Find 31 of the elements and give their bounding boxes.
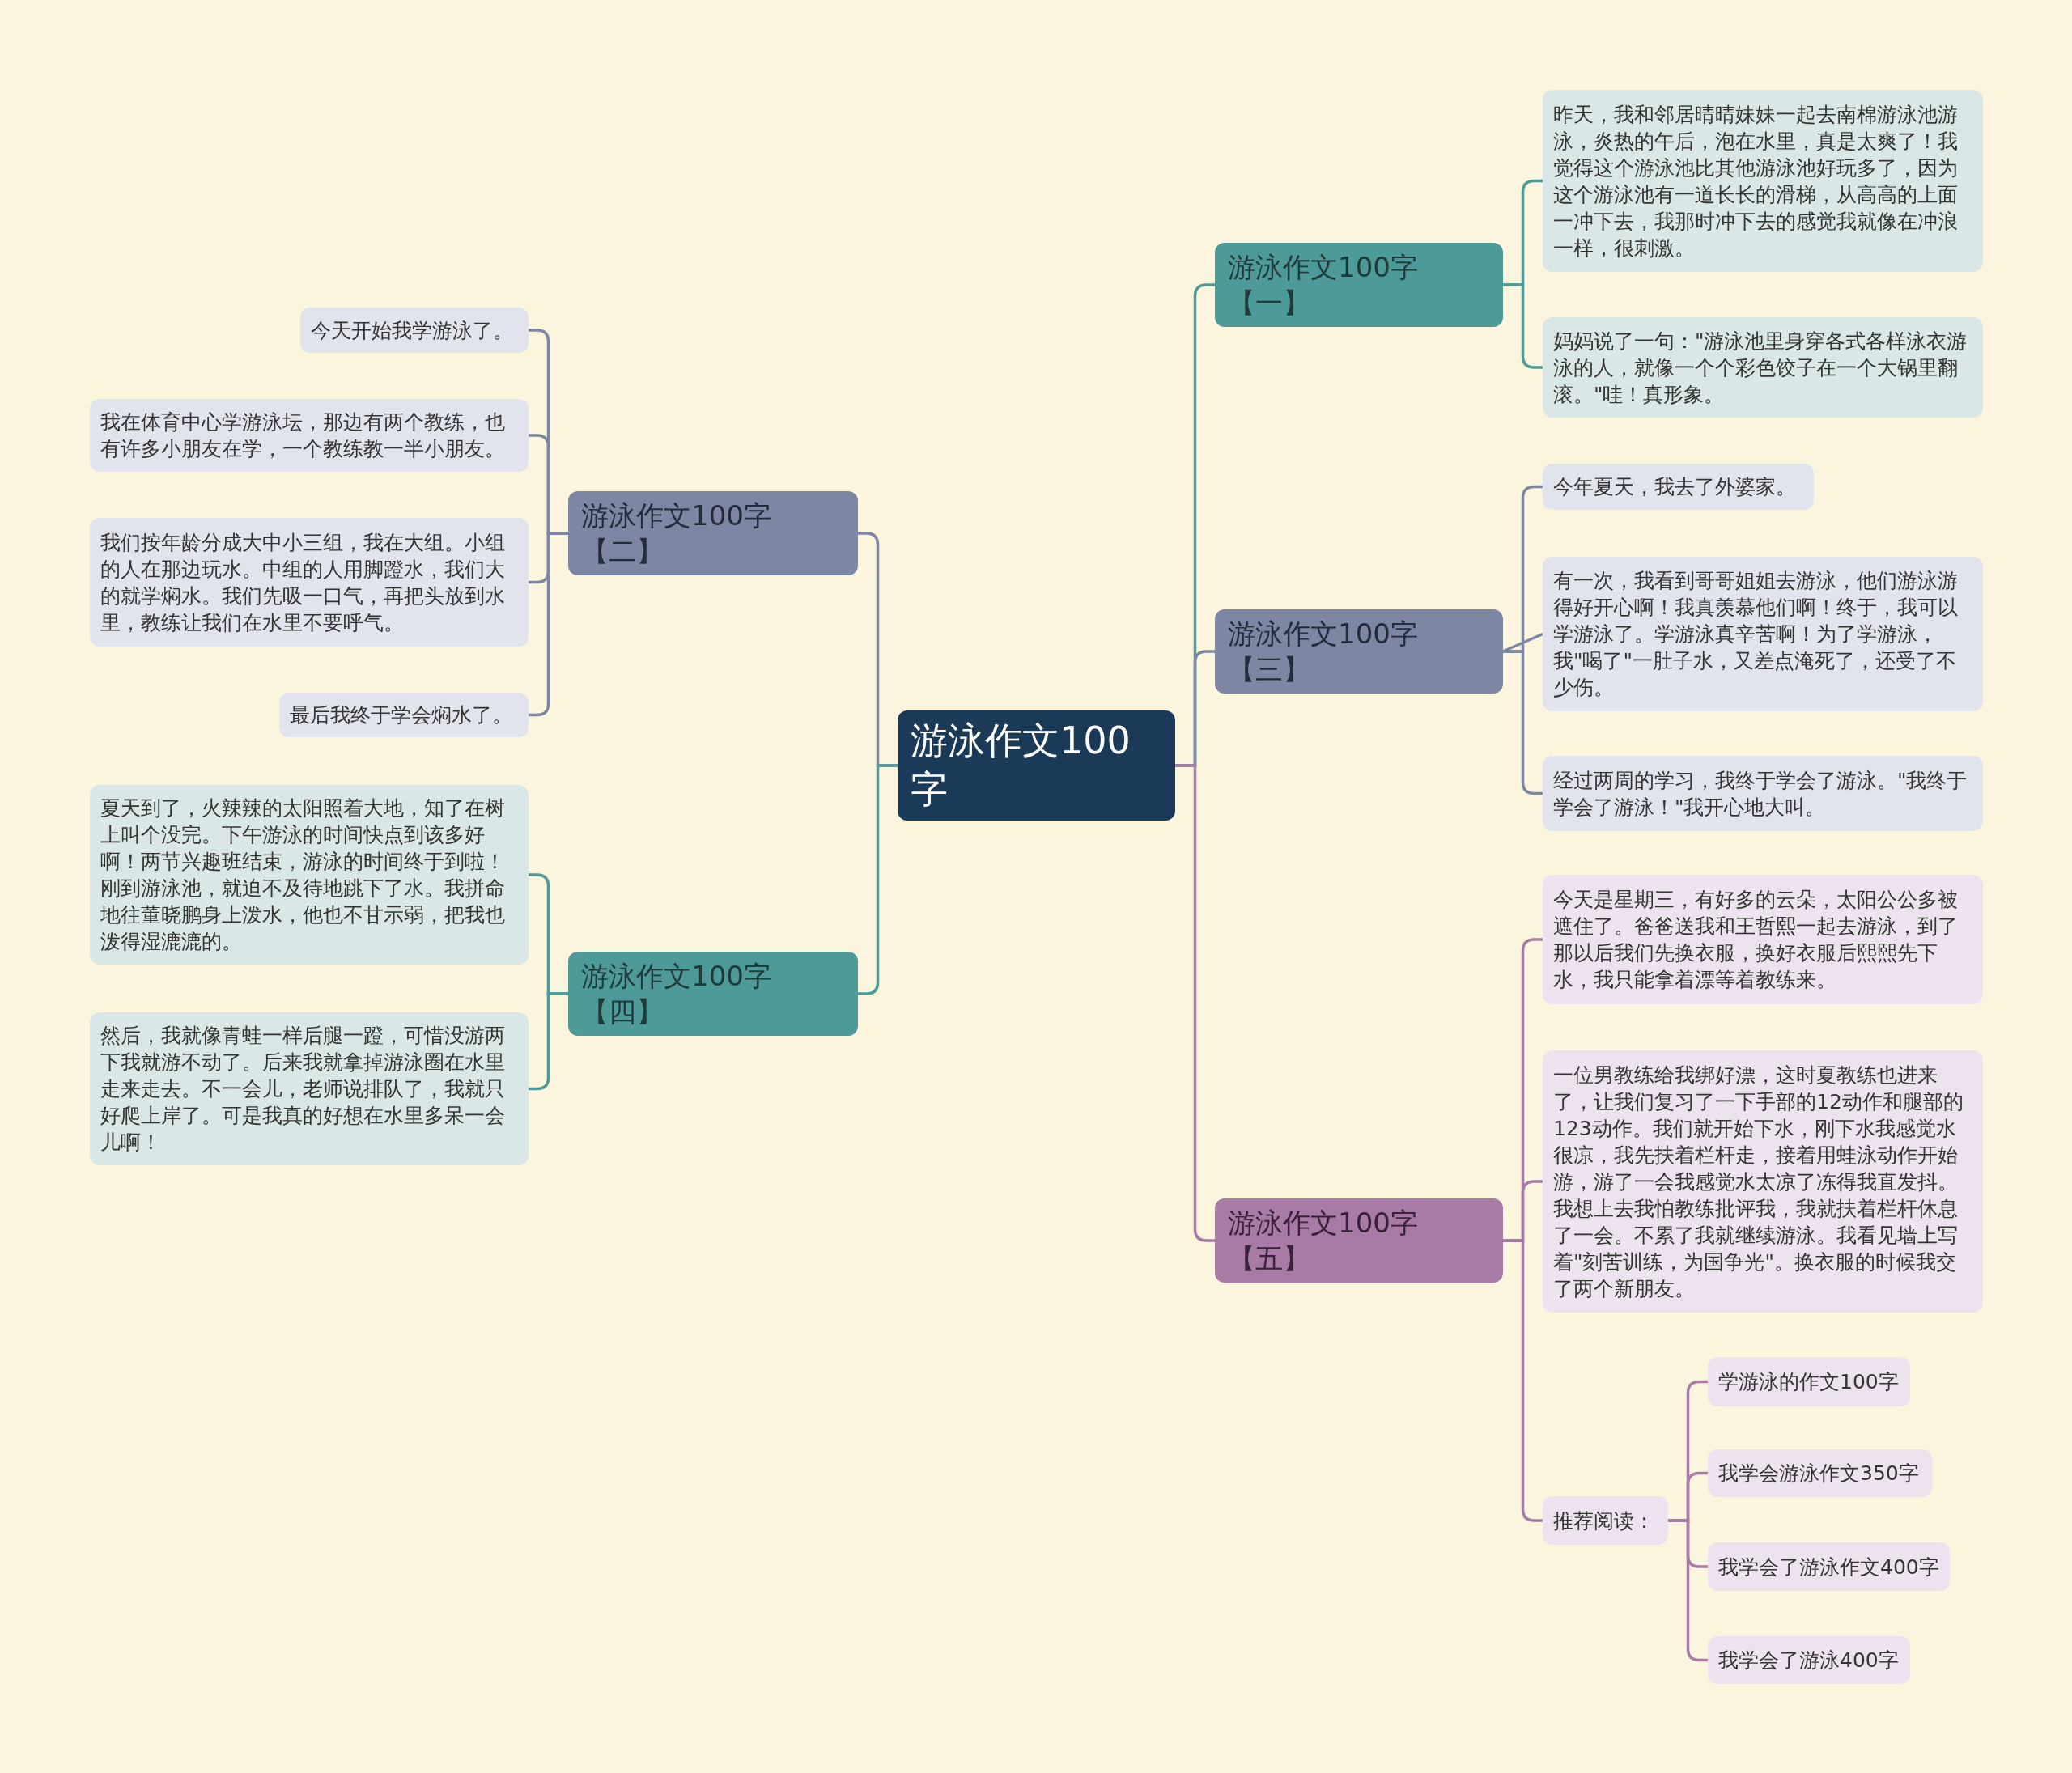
branch-topic-box: 游泳作文100字【四】 — [568, 952, 858, 1037]
text-box: 有一次，我看到哥哥姐姐去游泳，他们游泳游得好开心啊！我真羡慕他们啊！终于，我可以学游泳了。学游泳真辛苦啊！为了学游泳，我"喝了"一肚子水，又差点淹死了，还受了不少伤。 — [1543, 557, 1983, 711]
text-box: 然后，我就像青蛙一样后腿一蹬，可惜没游两下我就游不动了。后来我就拿掉游泳圈在水里走来走去。不一会儿，老师说排队了，我就只好爬上岸了。可是我真的好想在水里多呆一会儿啊！ — [90, 1012, 529, 1165]
connector-line — [1175, 764, 1215, 1242]
text-box: 我学会了游泳作文400字 — [1708, 1542, 1950, 1591]
connector-line — [1503, 1239, 1543, 1522]
branch-topic-box: 游泳作文100字【五】 — [1215, 1198, 1503, 1283]
text-box: 一位男教练给我绑好漂，这时夏教练也进来了，让我们复习了一下手部的12动作和腿部的123动作。我们就开始下水，刚下水我感觉水很凉，我先扶着栏杆走，接着用蛙泳动作开始游，游了一会我感觉水太凉了冻得我直发抖。我想上去我怕教练批评我，我就扶着栏杆休息了一会。不累了我就继续游泳。我看见墙上写着"刻苦训练，为国争光"。换衣服的时候我交了两个新朋友。 — [1543, 1050, 1983, 1313]
branch-topic-box: 游泳作文100字【三】 — [1215, 609, 1503, 694]
connector-line — [1668, 1519, 1708, 1662]
text-box: 最后我终于学会焖水了。 — [279, 693, 529, 737]
text-box: 今天开始我学游泳了。 — [300, 308, 529, 353]
connector-line — [1503, 283, 1543, 369]
text-box: 我学会了游泳400字 — [1708, 1636, 1910, 1684]
text-box: 今年夏天，我去了外婆家。 — [1543, 464, 1814, 510]
connector-line — [529, 992, 568, 1091]
text-box: 今天是星期三，有好多的云朵，太阳公公多被遮住了。爸爸送我和王哲熙一起去游泳，到了那以后我们先换衣服，换好衣服后熙熙先下水，我只能拿着漂等着教练来。 — [1543, 875, 1983, 1004]
connector-line — [858, 764, 898, 995]
text-box: 推荐阅读： — [1543, 1496, 1668, 1545]
connector-line — [1503, 650, 1543, 795]
text-box: 妈妈说了一句："游泳池里身穿各式各样泳衣游泳的人，就像一个个彩色饺子在一个大锅里翻滚。"哇！真形象。 — [1543, 317, 1983, 418]
text-box: 昨天，我和邻居晴晴妹妹一起去南棉游泳池游泳，炎热的午后，泡在水里，真是太爽了！我觉得这个游泳池比其他游泳池好玩多了，因为这个游泳池有一道长长的滑梯，从高高的上面一冲下去，我那时冲下去的感觉我就像在冲浪一样，很刺激。 — [1543, 90, 1983, 272]
branch-topic-box: 游泳作文100字【二】 — [568, 491, 858, 576]
text-box: 学游泳的作文100字 — [1708, 1357, 1910, 1406]
text-box: 我学会游泳作文350字 — [1708, 1449, 1932, 1497]
text-box: 经过两周的学习，我终于学会了游泳。"我终于学会了游泳！"我开心地大叫。 — [1543, 756, 1983, 831]
central-topic-box: 游泳作文100字 — [898, 710, 1175, 821]
text-box: 我在体育中心学游泳坛，那边有两个教练，也有许多小朋友在学，一个教练教一半小朋友。 — [90, 399, 529, 472]
text-box: 夏天到了，火辣辣的太阳照着大地，知了在树上叫个没完。下午游泳的时间快点到该多好啊！两节兴趣班结束，游泳的时间终于到啦！刚到游泳池，就迫不及待地跳下了水。我拼命地往董晓鹏身上泼水，他也不甘示弱，把我也泼得湿漉漉的。 — [90, 785, 529, 965]
branch-topic-box: 游泳作文100字【一】 — [1215, 243, 1503, 328]
text-box: 我们按年龄分成大中小三组，我在大组。小组的人在那边玩水。中组的人用脚蹬水，我们大的就学焖水。我们先吸一口气，再把头放到水里，教练让我们在水里不要呼气。 — [90, 518, 529, 647]
